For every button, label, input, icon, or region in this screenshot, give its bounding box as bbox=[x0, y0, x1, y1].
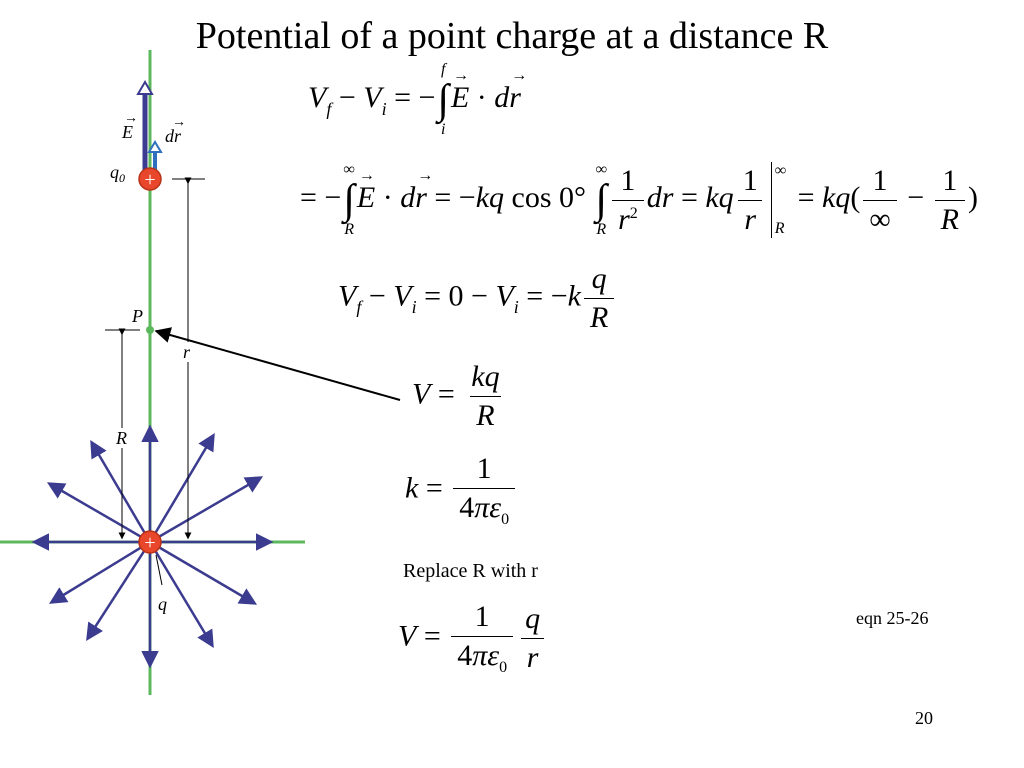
label-q0: q0 bbox=[110, 162, 125, 185]
q-pointer-line bbox=[155, 554, 163, 586]
eqn-label: eqn 25-26 bbox=[856, 608, 929, 628]
slide-title: Potential of a point charge at a distanc… bbox=[195, 15, 829, 57]
svg-text:→: → bbox=[124, 111, 138, 126]
test-charge-q0: + bbox=[138, 167, 162, 191]
label-r: r bbox=[183, 342, 191, 362]
point-charge-diagram: + q E → dr → + q0 P r R bbox=[0, 50, 305, 695]
svg-text:+: + bbox=[144, 532, 155, 554]
svg-text:→: → bbox=[172, 115, 186, 130]
svg-text:+: + bbox=[144, 169, 155, 191]
equation-1: Vf − Vi = −f∫iE · dr bbox=[308, 62, 527, 138]
charge-q: + bbox=[138, 530, 162, 554]
e-vector-arrow bbox=[136, 80, 154, 175]
page-number: 20 bbox=[915, 708, 933, 728]
label-p: P bbox=[131, 306, 143, 326]
label-e: E bbox=[121, 122, 133, 142]
point-p bbox=[146, 326, 154, 334]
label-dr: dr bbox=[165, 126, 182, 146]
label-q: q bbox=[158, 594, 167, 614]
field-lines bbox=[31, 424, 274, 669]
label-r-capital: R bbox=[115, 428, 127, 448]
replace-note: Replace R with r bbox=[403, 560, 538, 582]
